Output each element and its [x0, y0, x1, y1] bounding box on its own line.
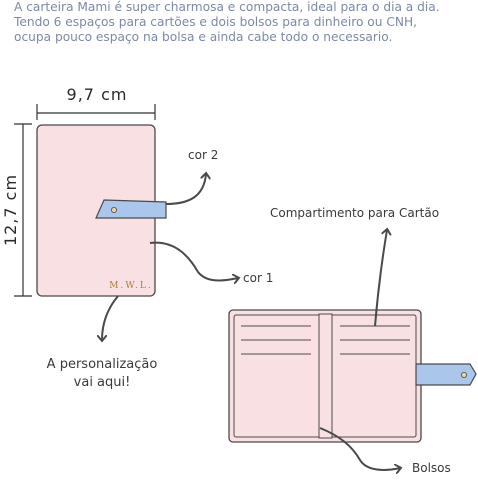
- width-dimension: 9,7 cm: [36, 85, 156, 120]
- arrow-compartimento: [374, 230, 387, 327]
- intro-line-3: ocupa pouco espaço na bolsa e ainda cabe…: [14, 30, 393, 44]
- left-card-slots: [241, 325, 311, 355]
- arrow-personalizacao: [102, 295, 119, 340]
- width-label: 9,7 cm: [67, 85, 128, 104]
- height-label: 12,7 cm: [1, 174, 20, 246]
- intro-text: A carteira Mami é super charmosa e compa…: [14, 0, 474, 45]
- open-snap-button: [460, 371, 467, 378]
- label-bolsos: Bolsos: [412, 461, 451, 475]
- arrow-cor2: [165, 174, 206, 205]
- label-compartimento: Compartimento para Cartão: [270, 206, 439, 220]
- label-personalizacao-1: A personalização: [47, 357, 158, 372]
- intro-line-1: A carteira Mami é super charmosa e compa…: [14, 0, 440, 14]
- monogram: M.W.L.: [109, 281, 152, 291]
- wallet-open: [228, 309, 422, 443]
- height-dimension: 12,7 cm: [1, 123, 32, 297]
- front-strap: [95, 199, 167, 219]
- wallet-spine: [318, 313, 333, 439]
- arrow-bolsos: [319, 427, 400, 470]
- arrow-cor1: [149, 241, 238, 281]
- label-personalizacao-2: vai aqui!: [74, 375, 131, 390]
- label-cor2: cor 2: [188, 148, 218, 162]
- label-cor1: cor 1: [243, 271, 273, 285]
- snap-button: [111, 206, 118, 213]
- intro-line-2: Tendo 6 espaços para cartões e dois bols…: [14, 15, 418, 29]
- open-strap: [415, 363, 477, 386]
